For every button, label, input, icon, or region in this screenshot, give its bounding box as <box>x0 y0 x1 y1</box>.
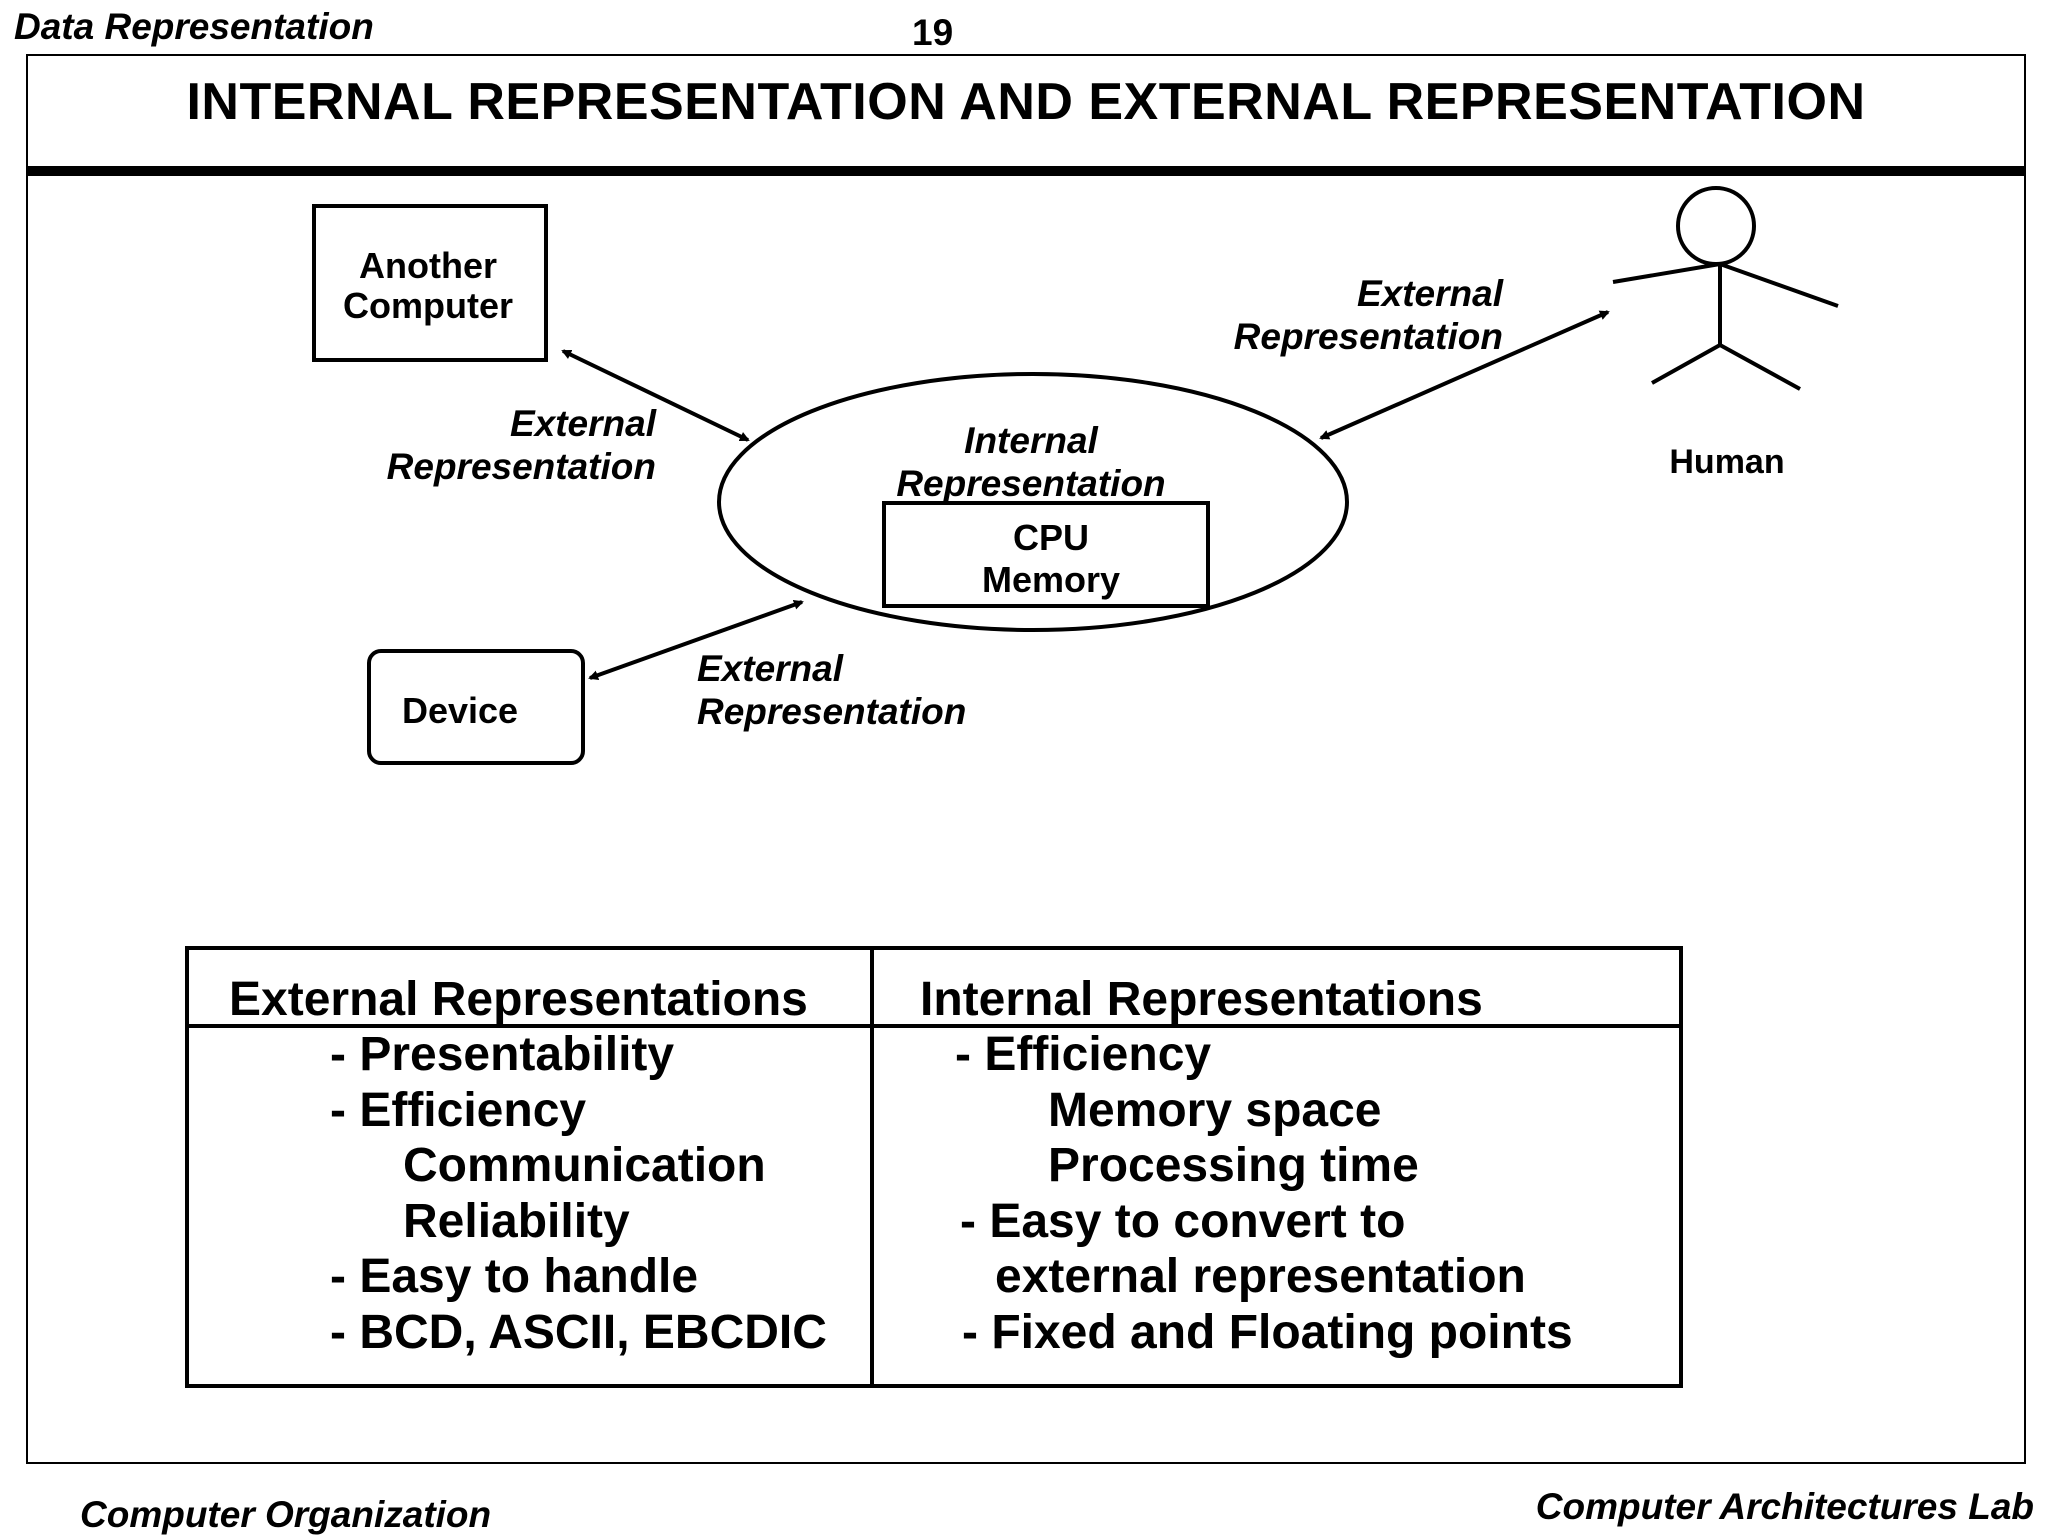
device-node: Device <box>367 649 585 765</box>
slide-title: INTERNAL REPRESENTATION AND EXTERNAL REP… <box>186 73 1866 131</box>
another-computer-box <box>312 204 548 362</box>
human-figure-icon <box>1612 186 1839 391</box>
internal-item-easy-to-convert: - Easy to convert to <box>960 1195 1406 1248</box>
internal-item-efficiency: - Efficiency <box>955 1028 1212 1081</box>
external-item-efficiency: - Efficiency <box>330 1084 587 1137</box>
internal-item-fixed-floating: - Fixed and Floating points <box>962 1306 1573 1359</box>
computer-internal-node: Internal Representation CPU Memory <box>717 372 1349 632</box>
external-item-reliability: Reliability <box>403 1195 630 1248</box>
table-header-rule <box>185 1024 1683 1028</box>
ext-label-device-line2: Representation <box>697 691 966 732</box>
header-section-title: Data Representation <box>14 6 374 47</box>
ext-label-device-line1: External <box>697 648 844 689</box>
internal-item-external-representation: external representation <box>995 1250 1526 1303</box>
ext-label-computer-line1: External <box>510 403 657 444</box>
ext-label-computer-line2: Representation <box>387 446 656 487</box>
device-box <box>367 649 585 765</box>
internal-representation-ellipse <box>717 372 1349 632</box>
ext-label-human-line1: External <box>1357 273 1504 314</box>
device-label: Device <box>402 690 518 731</box>
ext-label-human-line2: Representation <box>1234 316 1503 357</box>
another-computer-label-line1: Another <box>359 245 497 286</box>
another-computer-node: Another Computer <box>312 204 548 362</box>
external-item-communication: Communication <box>403 1139 766 1192</box>
internal-item-memory-space: Memory space <box>1048 1084 1382 1137</box>
external-item-easy-to-handle: - Easy to handle <box>330 1250 699 1303</box>
title-rule <box>26 166 2026 176</box>
table-heading-external: External Representations <box>229 973 808 1026</box>
cpu-label: CPU <box>1013 517 1089 558</box>
cpu-memory-box <box>882 501 1210 608</box>
internal-label-line1: Internal <box>964 420 1098 461</box>
table-column-divider <box>870 946 874 1388</box>
internal-item-processing-time: Processing time <box>1048 1139 1419 1192</box>
memory-label: Memory <box>982 559 1120 600</box>
human-label: Human <box>1669 443 1784 481</box>
external-item-codes: - BCD, ASCII, EBCDIC <box>330 1306 827 1359</box>
footer-lab-name: Computer Architectures Lab <box>1535 1486 2034 1527</box>
arrow-device-internal <box>588 599 804 681</box>
external-item-presentability: - Presentability <box>330 1028 675 1081</box>
footer-course-title: Computer Organization <box>80 1494 492 1535</box>
internal-label-line2: Representation <box>896 463 1165 504</box>
slide-frame <box>26 54 2026 1464</box>
another-computer-label-line2: Computer <box>343 285 513 326</box>
table-heading-internal: Internal Representations <box>920 973 1483 1026</box>
page-number: 19 <box>912 12 954 53</box>
comparison-table <box>185 946 1683 1388</box>
arrow-computer-internal <box>561 349 750 442</box>
arrow-human-internal <box>1319 310 1610 440</box>
